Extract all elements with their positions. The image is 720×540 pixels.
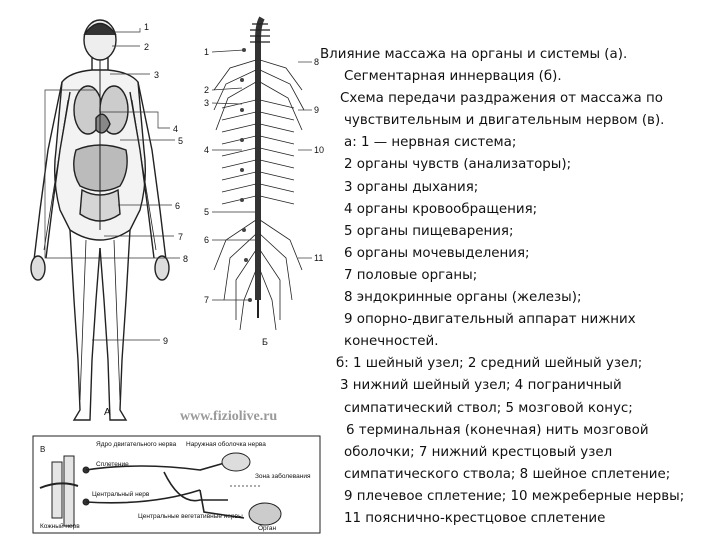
figure-b-label-11: 11 — [314, 253, 323, 263]
figure-a-label-5: 5 — [178, 136, 183, 146]
figure-a-label-7: 7 — [178, 232, 183, 242]
legend-b-item: симпатический ствол; 5 мозговой конус; — [344, 400, 633, 416]
figure-c-label-1: Ядро двигательного нерва — [96, 441, 177, 448]
figure-c-label-6: Центральные вегетативные нервы — [138, 513, 243, 520]
reflex-arc-figure — [39, 452, 282, 527]
figure-b-label-4: 4 — [204, 145, 209, 155]
figure-c-labels: В Ядро двигательного нерва Наружная обол… — [40, 440, 311, 532]
legend-a-item: 2 органы чувств (анализаторы); — [344, 157, 572, 173]
figure-caption: Влияние массажа на органы и системы (а).… — [320, 44, 716, 530]
anatomy-illustration: 1 2 3 4 5 6 7 8 9 А — [30, 16, 324, 534]
legend-b-item: симпатического ствола; 8 шейное сплетени… — [344, 466, 671, 482]
legend-a-item: 4 органы кровообращения; — [344, 201, 538, 217]
legend-a-item: 5 органы пищеварения; — [344, 223, 514, 239]
figure-c-label-5: Зона заболевания — [255, 472, 311, 480]
figure-b-label-9: 9 — [314, 105, 319, 115]
legend-b-item: 9 плечевое сплетение; 10 межреберные нер… — [344, 488, 685, 504]
legend-b-item: 3 нижний шейный узел; 4 пограничный — [340, 378, 622, 394]
figure-a-panel-letter: А — [104, 407, 111, 418]
legend-a-item: 8 эндокринные органы (железы); — [344, 290, 582, 306]
legend-a-item: а: 1 — нервная система; — [344, 135, 517, 151]
figure-a-leaders — [44, 28, 180, 341]
figure-c-label-2: Наружная оболочка нерва — [186, 440, 266, 448]
figure-b-label-2: 2 — [204, 85, 209, 95]
legend-a-item: 9 опорно-двигательный аппарат нижних — [344, 312, 636, 328]
illustration-panel: 1 2 3 4 5 6 7 8 9 А — [0, 0, 330, 540]
legend-b-item: оболочки; 7 нижний крестцовый узел — [344, 444, 613, 460]
figure-c-label-3: Сплетение — [96, 461, 129, 468]
caption-line: чувствительным и двигательным нервом (в)… — [344, 113, 665, 129]
legend-a-item: 3 органы дыхания; — [344, 179, 479, 195]
figure-a-label-2: 2 — [144, 42, 149, 52]
caption-title: Влияние массажа на органы и системы (а). — [320, 47, 628, 62]
figure-b-label-5: 5 — [204, 207, 209, 217]
figure-b-leaders — [211, 49, 312, 301]
figure-b-label-1: 1 — [204, 47, 209, 57]
spinal-cord-figure — [213, 16, 305, 331]
legend-a-item: 6 органы мочевыделения; — [344, 245, 530, 261]
figure-c-label-8: Орган — [258, 525, 277, 532]
figure-b-label-7: 7 — [204, 295, 209, 305]
figure-b-label-10: 10 — [314, 145, 324, 155]
figure-a-label-6: 6 — [175, 201, 180, 211]
figure-a-labels: 1 2 3 4 5 6 7 8 9 — [144, 22, 188, 346]
figure-b-label-6: 6 — [204, 235, 209, 245]
figure-b-label-3: 3 — [204, 98, 209, 108]
figure-a-label-8: 8 — [183, 254, 188, 264]
reflex-arc-frame — [32, 435, 321, 534]
figure-a-label-1: 1 — [144, 22, 149, 32]
legend-b-item: 11 пояснично-крестцовое сплетение — [344, 510, 606, 526]
caption-line: Схема передачи раздражения от массажа по — [340, 91, 663, 107]
figure-b-label-8: 8 — [314, 57, 319, 67]
human-body-figure — [30, 19, 170, 421]
figure-c-label-7: Кожный нерв — [40, 522, 80, 530]
legend-a-item: 7 половые органы; — [344, 267, 478, 283]
caption-line: Сегментарная иннервация (б). — [344, 69, 562, 85]
watermark: www.fiziolive.ru — [180, 409, 277, 424]
figure-b-labels: 1 2 3 4 5 6 7 8 9 10 11 — [204, 47, 324, 305]
figure-c-panel-letter: В — [40, 445, 45, 454]
figure-c-label-4: Центральный нерв — [92, 490, 150, 498]
figure-a-label-9: 9 — [163, 336, 168, 346]
legend-b-item: 6 терминальная (конечная) нить мозговой — [346, 422, 649, 438]
figure-a-label-4: 4 — [173, 124, 178, 134]
legend-a-item: конечностей. — [344, 334, 439, 350]
legend-b-item: б: 1 шейный узел; 2 средний шейный узел; — [336, 356, 643, 372]
figure-a-label-3: 3 — [154, 70, 159, 80]
figure-b-panel-letter: Б — [262, 337, 268, 347]
